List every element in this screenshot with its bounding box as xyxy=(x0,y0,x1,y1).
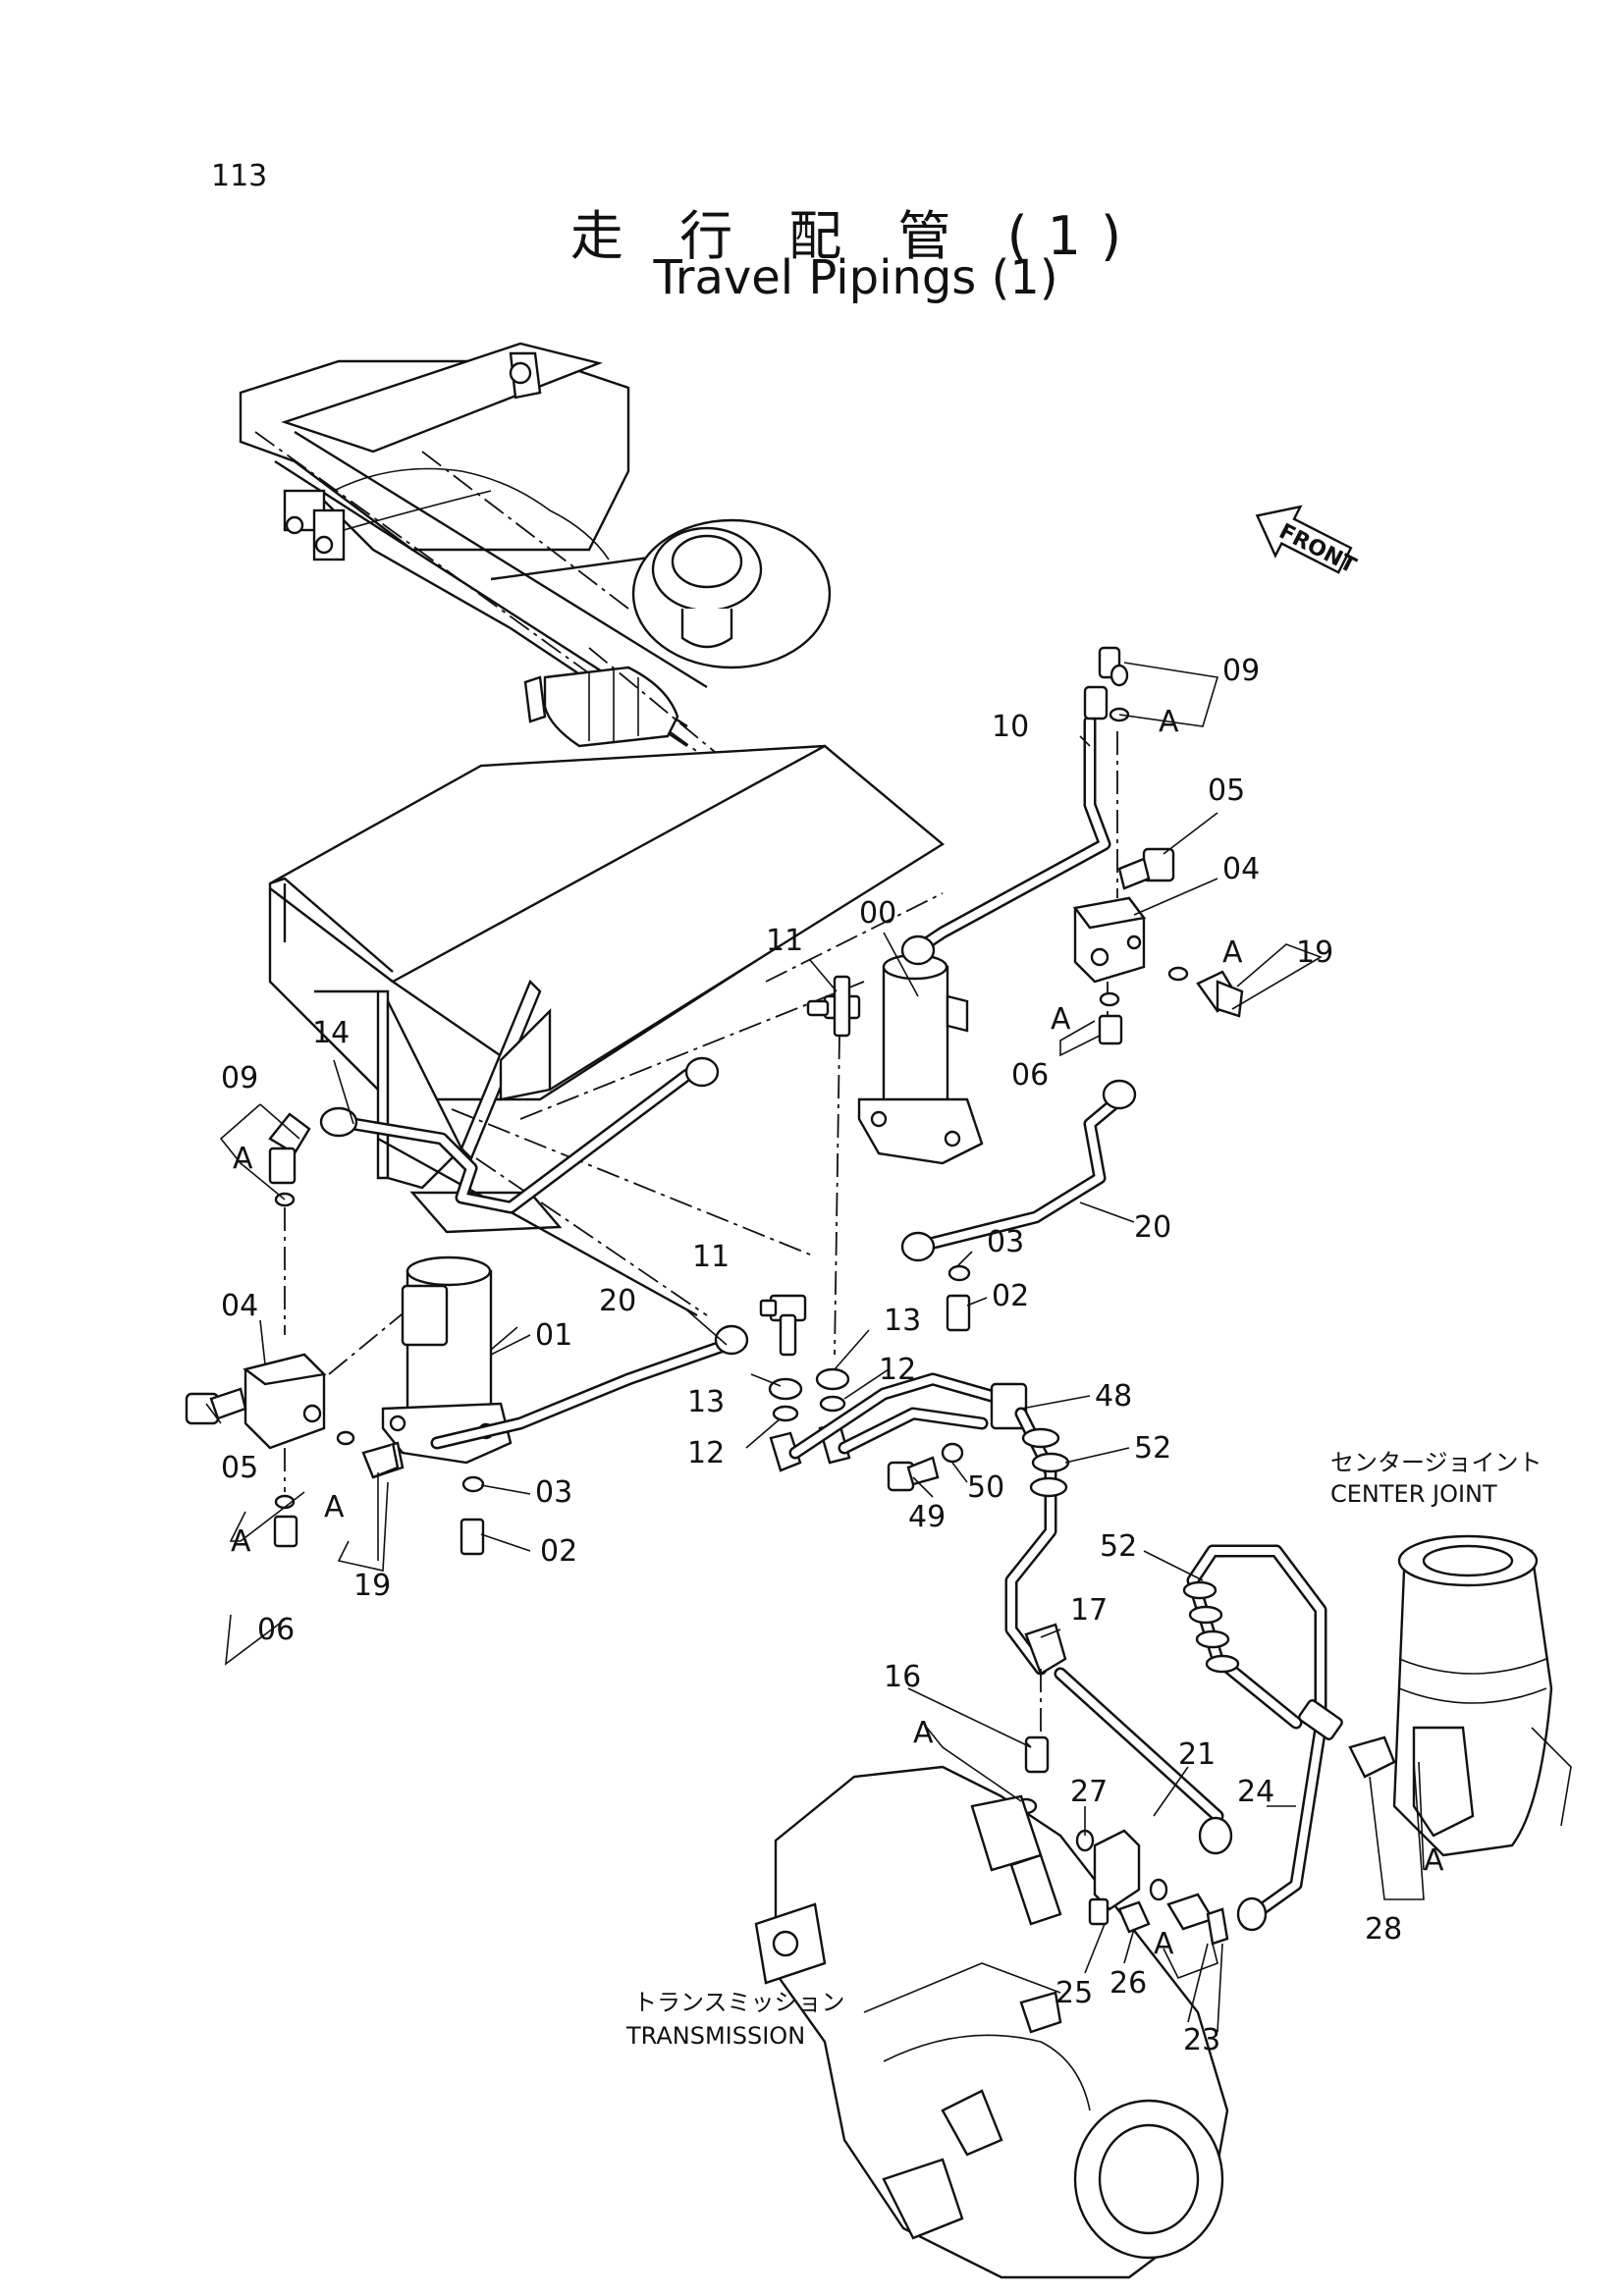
label-03-right: 03 xyxy=(987,1225,1024,1259)
label-09-left: 09 xyxy=(221,1061,258,1095)
bolt-49-washer-50 xyxy=(887,1442,964,1492)
label-25: 25 xyxy=(1055,1976,1093,2010)
fitting-16 xyxy=(1014,1669,1050,1815)
hose-52-lower xyxy=(1182,1544,1343,1932)
label-17: 17 xyxy=(1070,1593,1108,1628)
label-23: 23 xyxy=(1183,2023,1220,2057)
label-06-right: 06 xyxy=(1011,1058,1049,1093)
label-16: 16 xyxy=(884,1660,921,1694)
label-A-23: A xyxy=(1154,1927,1174,1961)
motor-00 xyxy=(857,953,984,1165)
label-A-16: A xyxy=(913,1716,934,1750)
tee-11-mid xyxy=(759,1294,807,1357)
label-04-left: 04 xyxy=(221,1289,258,1323)
label-12-b: 12 xyxy=(687,1436,725,1470)
plug-06-left xyxy=(273,1494,298,1548)
motor-01 xyxy=(381,1255,513,1465)
page-number: 113 xyxy=(211,159,268,193)
plug-06-right xyxy=(1098,991,1123,1045)
label-00: 00 xyxy=(859,896,896,931)
label-A-19-right: A xyxy=(1222,935,1243,970)
title-japanese: 走 行 配 管 (1) xyxy=(569,205,1142,267)
label-03-left: 03 xyxy=(535,1475,572,1510)
pipe-14 xyxy=(319,1056,720,1214)
label-01: 01 xyxy=(535,1318,572,1353)
pipe-21 xyxy=(1054,1667,1233,1855)
label-11-top: 11 xyxy=(766,924,803,958)
label-49: 49 xyxy=(908,1500,946,1534)
part-labels: 09 A 10 05 04 00 11 A 19 A 06 14 09 A 20… xyxy=(221,654,1444,2057)
label-26: 26 xyxy=(1109,1966,1147,2001)
label-28: 28 xyxy=(1365,1912,1402,1947)
front-arrow: FRONT xyxy=(1255,505,1360,579)
label-14: 14 xyxy=(312,1016,350,1050)
washer-03-bolt-02-right xyxy=(946,1264,971,1332)
label-A-28: A xyxy=(1424,1843,1444,1878)
elbow-09-left xyxy=(268,1112,311,1335)
label-50: 50 xyxy=(967,1470,1004,1505)
elbow-17 xyxy=(1024,1623,1067,1676)
label-12-a: 12 xyxy=(879,1353,916,1387)
label-19-right: 19 xyxy=(1296,935,1333,970)
label-A-19-left: A xyxy=(324,1490,345,1524)
title-english: Travel Pipings (1) xyxy=(653,250,1058,305)
label-06-left: 06 xyxy=(257,1613,295,1647)
label-24: 24 xyxy=(1237,1775,1274,1809)
tee-11-top xyxy=(806,975,861,1356)
center-joint xyxy=(1392,1534,1572,1857)
label-10: 10 xyxy=(992,710,1029,744)
upper-frame-assembly xyxy=(239,342,832,767)
bolt-05-left xyxy=(185,1387,247,1425)
center-joint-en: CENTER JOINT xyxy=(1330,1480,1497,1508)
pipe-20-right xyxy=(900,1079,1137,1262)
transmission-en: TRANSMISSION xyxy=(625,2022,805,2050)
label-A-left: A xyxy=(233,1142,253,1176)
elbow-19-right xyxy=(1167,966,1244,1018)
label-21: 21 xyxy=(1178,1737,1216,1772)
transmission-jp: トランスミッション xyxy=(633,1989,845,2016)
label-52-a: 52 xyxy=(1134,1431,1171,1466)
bolt-05-right xyxy=(1117,847,1175,890)
label-02-right: 02 xyxy=(992,1279,1029,1313)
label-A-06-left: A xyxy=(231,1524,251,1559)
label-02-left: 02 xyxy=(540,1534,577,1569)
label-52-b: 52 xyxy=(1100,1529,1137,1564)
label-20-mid: 20 xyxy=(599,1284,636,1318)
hose-52-upper xyxy=(1004,1407,1070,1676)
label-13-b: 13 xyxy=(687,1385,725,1419)
pipe-20-mid xyxy=(430,1324,749,1450)
label-20-right: 20 xyxy=(1134,1210,1171,1245)
label-13-a: 13 xyxy=(884,1304,921,1338)
elbow-19-left xyxy=(336,1430,405,1479)
valve-block-04-left xyxy=(243,1305,413,1492)
label-11-mid: 11 xyxy=(692,1240,730,1274)
transmission xyxy=(754,1765,1229,2279)
label-04-right: 04 xyxy=(1222,852,1260,886)
leader-lines xyxy=(205,662,1425,2033)
pipe-10 xyxy=(900,646,1130,966)
label-A-top: A xyxy=(1159,705,1179,739)
label-09-top: 09 xyxy=(1222,654,1260,688)
label-48: 48 xyxy=(1095,1379,1132,1414)
label-A-06-right: A xyxy=(1051,1002,1071,1037)
label-05-left: 05 xyxy=(221,1451,258,1485)
valve-25 xyxy=(1088,1829,1141,1926)
center-joint-jp: センタージョイント xyxy=(1330,1449,1542,1476)
washer-03-bolt-02-left xyxy=(460,1475,485,1556)
label-19-left: 19 xyxy=(353,1569,391,1603)
valve-block-04-right xyxy=(1072,731,1147,1031)
label-05-right: 05 xyxy=(1208,774,1245,808)
captions: センタージョイント CENTER JOINT トランスミッション TRANSMI… xyxy=(625,1449,1542,2050)
label-27: 27 xyxy=(1070,1775,1108,1809)
valve-cluster-top xyxy=(283,467,610,561)
